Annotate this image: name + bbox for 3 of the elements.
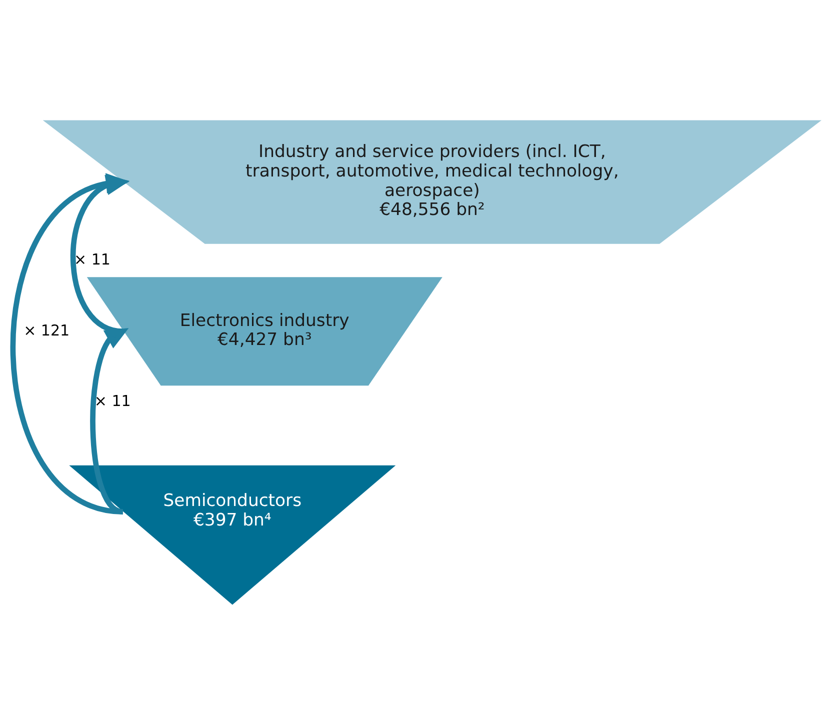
edge-label: × 121 [24,320,70,339]
edge-label: × 11 [74,250,110,268]
edge-label: × 11 [94,392,131,410]
